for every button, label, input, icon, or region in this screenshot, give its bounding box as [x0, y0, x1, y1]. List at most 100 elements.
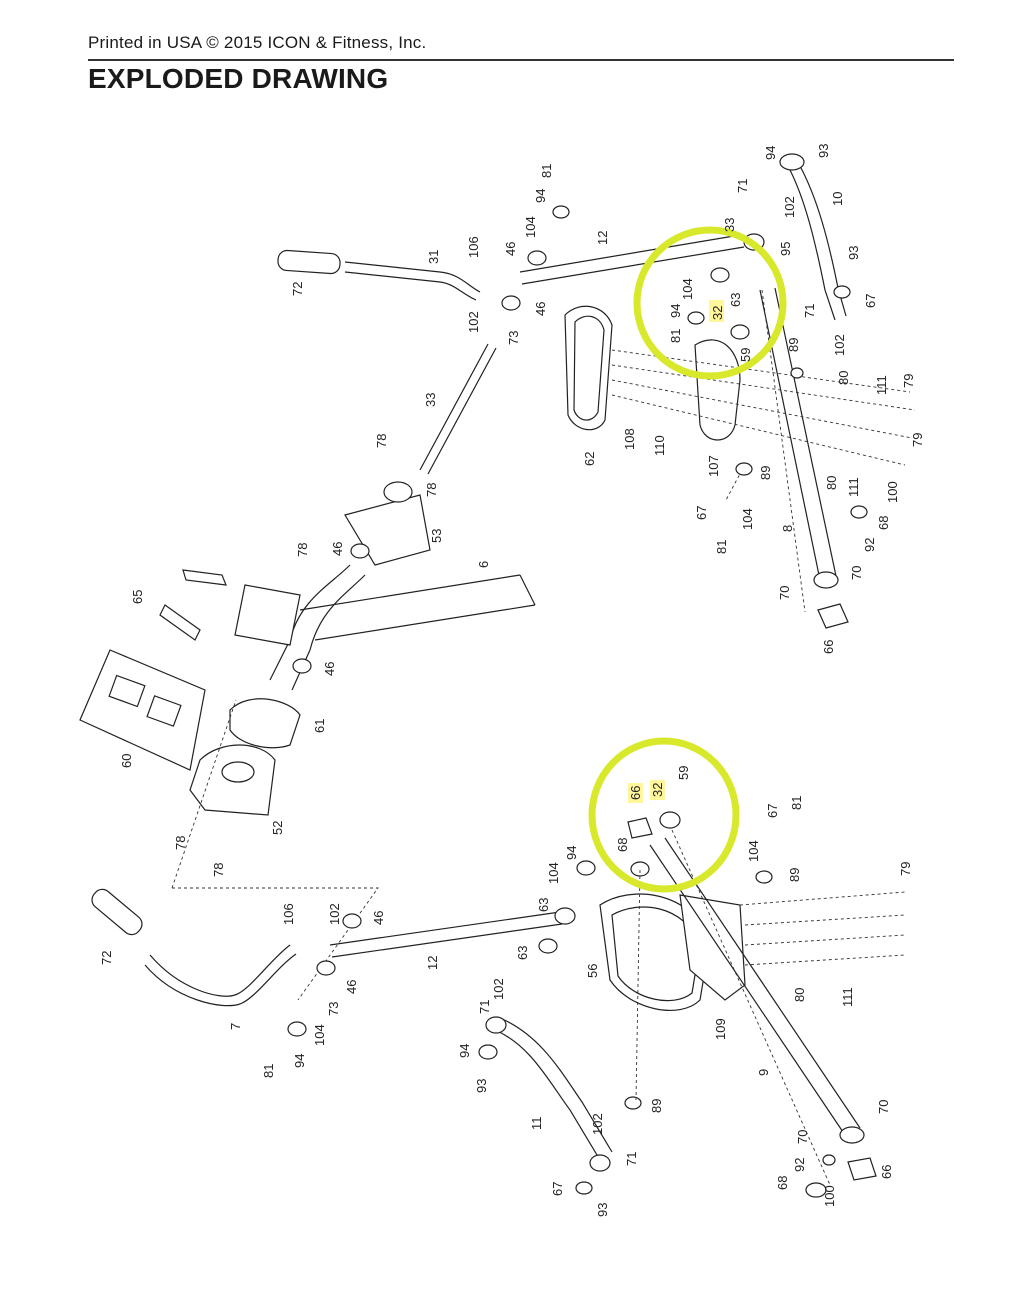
- callout-100: 100: [885, 481, 900, 503]
- callout-94: 94: [292, 1054, 307, 1068]
- callout-6: 6: [476, 561, 491, 568]
- part-6-frame: [299, 574, 521, 611]
- callout-109: 109: [713, 1018, 728, 1040]
- callout-102: 102: [466, 311, 481, 333]
- callout-46: 46: [533, 302, 548, 316]
- callout-72: 72: [290, 282, 305, 296]
- callout-70: 70: [777, 586, 792, 600]
- callout-32-highlighted: 32: [650, 783, 665, 797]
- part-94-washer: [779, 153, 805, 171]
- part-33-shaft: [419, 343, 489, 471]
- callout-66: 66: [821, 640, 836, 654]
- callout-52: 52: [270, 821, 285, 835]
- callout-33: 33: [722, 218, 737, 232]
- callout-81: 81: [539, 164, 554, 178]
- callout-59: 59: [676, 766, 691, 780]
- callout-102: 102: [327, 903, 342, 925]
- callout-46: 46: [322, 662, 337, 676]
- callout-80: 80: [836, 371, 851, 385]
- callout-59: 59: [738, 348, 753, 362]
- callout-73: 73: [326, 1002, 341, 1016]
- callout-72: 72: [99, 951, 114, 965]
- callout-104: 104: [740, 508, 755, 530]
- callout-11: 11: [529, 1117, 544, 1131]
- callout-73: 73: [506, 331, 521, 345]
- part-94-highlighted: [687, 311, 705, 325]
- callout-8: 8: [780, 525, 795, 532]
- callout-70: 70: [876, 1100, 891, 1114]
- part-8-leg: [759, 289, 821, 581]
- callout-104: 104: [546, 862, 561, 884]
- part-61-cover: [229, 698, 301, 749]
- callout-111: 111: [846, 477, 861, 497]
- callout-78: 78: [424, 483, 439, 497]
- part-66-endcap: [817, 603, 849, 629]
- callout-94: 94: [533, 189, 548, 203]
- callout-92: 92: [862, 538, 877, 552]
- part-62-pedal-inner: [573, 315, 605, 421]
- callout-78: 78: [374, 434, 389, 448]
- callout-80: 80: [792, 988, 807, 1002]
- callout-93: 93: [474, 1079, 489, 1093]
- header-rule: [88, 59, 954, 61]
- part-109-plate: [679, 894, 746, 1001]
- callout-94: 94: [457, 1044, 472, 1058]
- callout-78: 78: [173, 836, 188, 850]
- callout-93: 93: [846, 246, 861, 260]
- upper-assembly: [277, 153, 916, 629]
- part-70-cap: [813, 571, 839, 589]
- callout-78: 78: [211, 863, 226, 877]
- callout-62: 62: [582, 452, 597, 466]
- part-72-grip: [277, 249, 341, 275]
- frame-assembly: [79, 481, 536, 1001]
- callout-102: 102: [782, 196, 797, 218]
- callout-labels: 94 93 81 94 10 71 102 33 95 93 67 12 104…: [99, 144, 925, 1217]
- callout-79: 79: [910, 433, 925, 447]
- callout-32-highlighted: 32: [710, 306, 725, 320]
- callout-107: 107: [706, 455, 721, 477]
- callout-66: 66: [879, 1165, 894, 1179]
- callout-70: 70: [849, 566, 864, 580]
- part-46-bearing: [527, 250, 547, 266]
- callout-102: 102: [491, 978, 506, 1000]
- callout-7: 7: [228, 1023, 243, 1030]
- callout-104: 104: [523, 216, 538, 238]
- callout-81: 81: [714, 540, 729, 554]
- callout-9: 9: [756, 1069, 771, 1076]
- callout-94: 94: [564, 846, 579, 860]
- page-title: EXPLODED DRAWING: [88, 62, 389, 94]
- callout-46: 46: [503, 242, 518, 256]
- callout-67: 67: [863, 294, 878, 308]
- callout-81: 81: [261, 1064, 276, 1078]
- part-8-leg-edge: [774, 287, 837, 577]
- callout-78: 78: [295, 543, 310, 557]
- callout-68: 68: [775, 1176, 790, 1190]
- printed-notice: Printed in USA © 2015 ICON & Fitness, In…: [88, 33, 427, 52]
- callout-111: 111: [840, 987, 855, 1007]
- callout-93: 93: [816, 144, 831, 158]
- callout-94: 94: [668, 304, 683, 318]
- callout-71: 71: [735, 179, 750, 193]
- part-9-leg: [649, 844, 846, 1136]
- callout-92: 92: [792, 1158, 807, 1172]
- part-6-frame-edge: [314, 604, 536, 641]
- callout-68: 68: [876, 516, 891, 530]
- callout-10: 10: [830, 192, 845, 206]
- callout-31: 31: [426, 250, 441, 264]
- callout-67: 67: [694, 506, 709, 520]
- callout-100: 100: [822, 1185, 837, 1207]
- part-12b-arm: [329, 911, 561, 946]
- callout-106: 106: [466, 236, 481, 258]
- callout-104: 104: [680, 278, 695, 300]
- part-32b-bearing: [659, 811, 681, 829]
- part-66c-endcap: [847, 1157, 877, 1181]
- part-66b-cap: [627, 817, 653, 839]
- part-bracket: [234, 584, 301, 646]
- callout-53: 53: [429, 529, 444, 543]
- highlight-ring-lower: [588, 737, 740, 893]
- callout-70: 70: [795, 1130, 810, 1144]
- lower-assembly: [91, 811, 906, 1198]
- part-62-pedal: [564, 305, 613, 431]
- callout-79: 79: [898, 862, 913, 876]
